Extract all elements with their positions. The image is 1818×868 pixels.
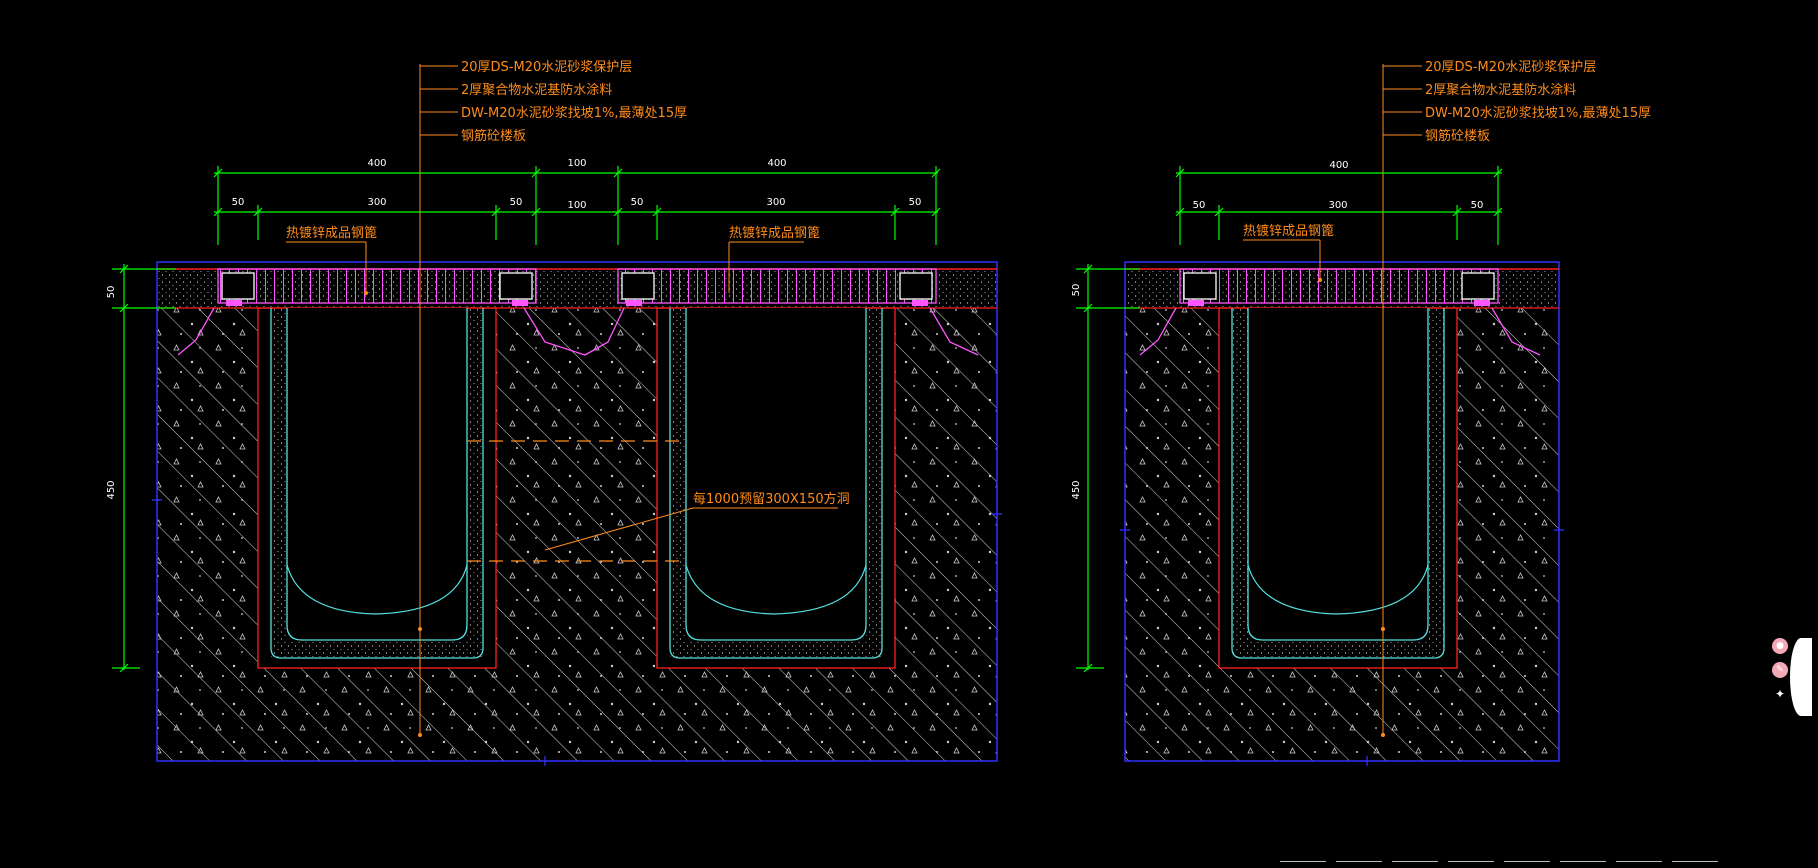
right-outline: [1124, 261, 1560, 762]
right-dim-side-1: 50: [1071, 284, 1082, 297]
layout-tab[interactable]: [1672, 861, 1718, 864]
right-dimension-side: [1076, 264, 1140, 673]
shirt-icon[interactable]: ✦: [1772, 686, 1788, 702]
left-dim-second-1: 50: [232, 197, 245, 208]
left-dim-second-2: 300: [367, 197, 386, 208]
left-grating-label-1: 热镀锌成品钢篦: [286, 225, 377, 241]
right-grating: [1179, 268, 1499, 306]
right-layer-label-2: 2厚聚合物水泥基防水涂料: [1425, 82, 1576, 98]
left-dimension-second: [213, 205, 941, 240]
layout-tab[interactable]: [1616, 861, 1662, 864]
left-dim-side-1: 50: [106, 286, 117, 299]
left-outline: [156, 261, 998, 762]
right-dimension-top: [1175, 166, 1503, 245]
bottom-layout-tabs: [1280, 849, 1818, 862]
left-dim-second-4: 100: [567, 200, 586, 211]
right-dim-side-2: 450: [1071, 480, 1082, 499]
left-pipe-opening: [467, 440, 686, 562]
layout-tab[interactable]: [1504, 861, 1550, 864]
left-dim-top-3: 400: [767, 158, 786, 169]
left-dimension-side: [112, 264, 176, 673]
layout-tab[interactable]: [1392, 861, 1438, 864]
assistant-bubble[interactable]: [1790, 638, 1812, 716]
left-dim-second-6: 300: [766, 197, 785, 208]
right-layer-label-1: 20厚DS-M20水泥砂浆保护层: [1425, 60, 1596, 75]
left-dim-second-3: 50: [510, 197, 523, 208]
right-grating-label: 热镀锌成品钢篦: [1243, 223, 1334, 239]
left-dim-side-2: 450: [106, 480, 117, 499]
record-icon[interactable]: ●: [1772, 638, 1788, 654]
right-channel: [1218, 307, 1458, 669]
right-layer-label-4: 钢筋砼楼板: [1425, 128, 1490, 144]
right-section-drawing: 20厚DS-M20水泥砂浆保护层 2厚聚合物水泥基防水涂料 DW-M20水泥砂浆…: [1071, 60, 1651, 766]
layout-tab[interactable]: [1280, 861, 1326, 864]
left-dim-second-5: 50: [631, 197, 644, 208]
right-dim-second-2: 300: [1328, 200, 1347, 211]
left-channel-1: [257, 307, 497, 669]
right-waterstops: [1139, 307, 1541, 356]
right-dimension-second: [1175, 205, 1503, 240]
right-dim-top-1: 400: [1329, 160, 1348, 171]
left-dimension-top: [213, 166, 941, 245]
layout-tab[interactable]: [1448, 861, 1494, 864]
left-dim-top-2: 100: [567, 158, 586, 169]
left-dim-top-1: 400: [367, 158, 386, 169]
left-channel-2: [656, 307, 896, 669]
left-layer-label-3: DW-M20水泥砂浆找坡1%,最薄处15厚: [461, 106, 687, 121]
right-dim-second-3: 50: [1471, 200, 1484, 211]
left-dim-second-7: 50: [909, 197, 922, 208]
left-grating-2: [617, 268, 937, 306]
left-waterstops: [177, 307, 979, 356]
layout-tab[interactable]: [1336, 861, 1382, 864]
left-grating-1: [217, 268, 537, 306]
left-layer-label-1: 20厚DS-M20水泥砂浆保护层: [461, 60, 632, 75]
right-dim-second-1: 50: [1193, 200, 1206, 211]
left-grating-label-2: 热镀锌成品钢篦: [729, 225, 820, 241]
ink-icon[interactable]: ✎: [1772, 662, 1788, 678]
left-section-drawing: 20厚DS-M20水泥砂浆保护层 2厚聚合物水泥基防水涂料 DW-M20水泥砂浆…: [106, 60, 1002, 766]
right-layer-label-3: DW-M20水泥砂浆找坡1%,最薄处15厚: [1425, 106, 1651, 121]
left-layer-label-2: 2厚聚合物水泥基防水涂料: [461, 82, 612, 98]
layout-tab[interactable]: [1560, 861, 1606, 864]
side-tool-panel: ● ✎ ✦: [1772, 636, 1812, 716]
left-pipe-label: 每1000预留300X150方洞: [693, 491, 850, 507]
left-layer-label-4: 钢筋砼楼板: [461, 128, 526, 144]
